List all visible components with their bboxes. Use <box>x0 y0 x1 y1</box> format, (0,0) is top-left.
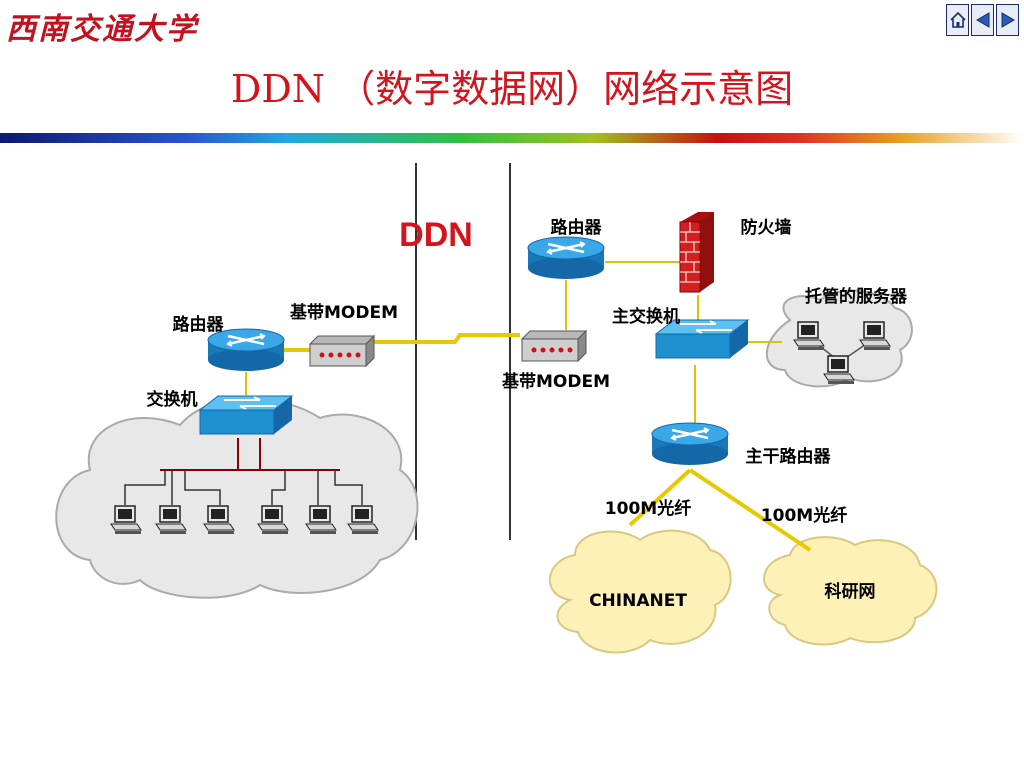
left-modem-label: 基带MODEM <box>289 302 398 323</box>
lan-cloud <box>55 397 419 599</box>
ddn-link <box>372 333 520 344</box>
main-switch-label: 主交换机 <box>612 306 680 327</box>
university-logo: 西南交通大学 <box>6 12 198 47</box>
left-switch-label: 交换机 <box>147 389 198 410</box>
chinanet-cloud <box>549 529 732 654</box>
left-router-icon <box>206 327 286 373</box>
triangle-right-icon <box>1001 12 1015 28</box>
home-button[interactable] <box>946 4 969 36</box>
title-divider <box>0 133 1024 143</box>
right-modem-label: 基带MODEM <box>501 371 610 392</box>
left-modem-icon <box>309 335 375 367</box>
chinanet-label: CHINANET <box>589 591 687 611</box>
fiber-left-label: 100M光纤 <box>605 498 691 519</box>
fiber-right-label: 100M光纤 <box>761 505 847 526</box>
firewall-icon <box>679 212 714 293</box>
research-net-label: 科研网 <box>825 581 876 602</box>
slide-nav <box>946 4 1019 36</box>
backbone-router-icon <box>650 421 730 467</box>
hosted-servers-label: 托管的服务器 <box>805 286 908 307</box>
fiber-link-research <box>688 468 812 552</box>
ddn-label: DDN <box>399 216 473 254</box>
left-router-label: 路由器 <box>173 314 225 335</box>
right-router-icon <box>526 235 606 281</box>
right-router-label: 路由器 <box>551 217 603 238</box>
next-slide-button[interactable] <box>996 4 1019 36</box>
right-modem-icon <box>521 330 587 362</box>
firewall-label: 防火墙 <box>741 217 792 238</box>
pc-wiring <box>124 470 363 505</box>
research-net-cloud <box>763 536 938 646</box>
left-switch-icon <box>199 395 293 435</box>
fiber-link-chinanet <box>628 468 692 527</box>
home-icon <box>949 11 966 28</box>
server-cloud <box>765 289 913 388</box>
prev-slide-button[interactable] <box>971 4 994 36</box>
triangle-left-icon <box>975 12 989 28</box>
backbone-router-label: 主干路由器 <box>746 446 832 467</box>
lan-wiring <box>160 438 340 471</box>
page-title: DDN （数字数据网）网络示意图 <box>230 67 794 111</box>
